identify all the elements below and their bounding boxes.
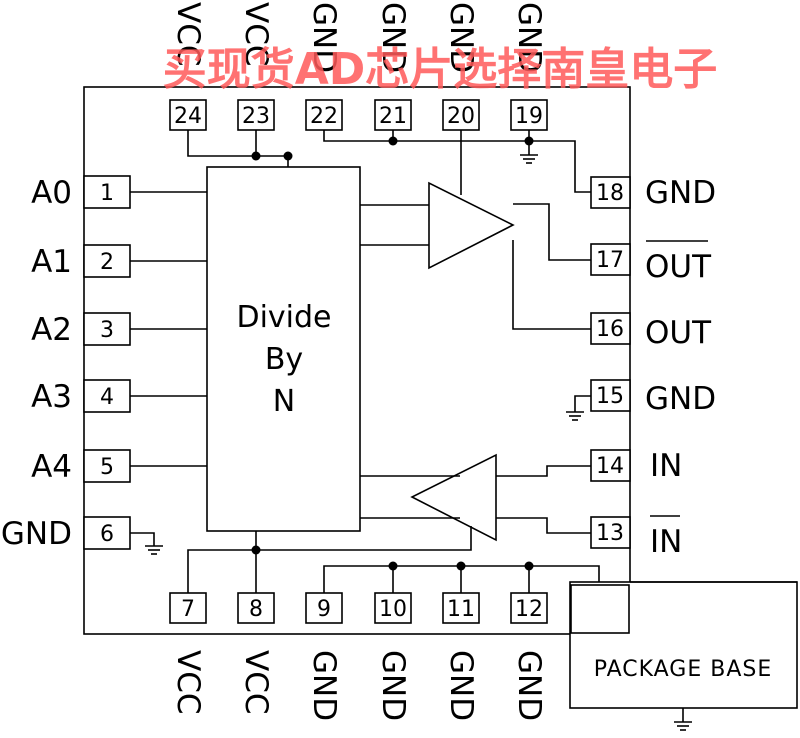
pin-3-label: A2 — [31, 312, 72, 348]
bottom-pins — [169, 592, 548, 624]
block-label-line2: By — [265, 342, 303, 377]
right-pin-wires — [360, 203, 591, 534]
output-amplifier — [428, 181, 515, 270]
top-pins — [169, 99, 548, 131]
block-label-line1: Divide — [236, 300, 331, 335]
pin-22-label: GND — [306, 2, 342, 73]
pin-12-label: GND — [511, 650, 547, 721]
input-amplifier — [410, 453, 497, 542]
pin-20-label: GND — [443, 2, 479, 73]
pin-2-label: A1 — [31, 244, 72, 280]
pin-11-label: GND — [443, 650, 479, 721]
bottom-junction-dots — [251, 545, 534, 571]
pin-4-num: 4 — [100, 385, 114, 410]
top-junction-dots — [251, 136, 534, 161]
pin-19-num: 19 — [515, 104, 543, 129]
pin-8-num: 8 — [249, 597, 263, 622]
pin-21-num: 21 — [379, 104, 407, 129]
right-pins — [590, 176, 631, 549]
pin-1-num: 1 — [100, 181, 114, 206]
pin-14-num: 14 — [596, 454, 624, 479]
pin-8-label: VCC — [238, 650, 274, 715]
pin-15-label: GND — [645, 381, 716, 417]
pin-23-num: 23 — [242, 104, 270, 129]
pin-23-label: VCC — [238, 2, 274, 67]
chip-outline — [83, 86, 631, 635]
pin-17-num: 17 — [596, 248, 624, 273]
pin-22-num: 22 — [310, 104, 338, 129]
watermark-text: 买现货AD芯片选择南皇电子 — [163, 44, 718, 95]
pin-3-num: 3 — [100, 318, 114, 343]
ground-symbol-pin19 — [520, 154, 538, 164]
pin-18-label: GND — [645, 175, 716, 211]
pin-12-num: 12 — [515, 597, 543, 622]
divide-by-n-block — [206, 166, 361, 532]
pin-15-num: 15 — [596, 384, 624, 409]
pin-10-label: GND — [375, 650, 411, 721]
pin-13-label: IN — [650, 524, 682, 560]
ground-symbol-pin15 — [566, 411, 584, 421]
pin-24-label: VCC — [170, 2, 206, 67]
left-pins — [83, 175, 131, 550]
pin-14-label: IN — [650, 448, 682, 484]
pin-20-num: 20 — [447, 104, 475, 129]
pin-6-label: GND — [1, 516, 72, 552]
pin-13-num: 13 — [596, 521, 624, 546]
pin-7-label: VCC — [170, 650, 206, 715]
pin-19-label: GND — [511, 2, 547, 73]
pin-9-label: GND — [306, 650, 342, 721]
block-label-line3: N — [273, 384, 295, 419]
pin-17-label: OUT — [645, 249, 712, 285]
pin-16-label: OUT — [645, 315, 712, 351]
pin-7-num: 7 — [181, 597, 195, 622]
ground-symbol-package-base — [674, 708, 692, 731]
pin-2-num: 2 — [100, 250, 114, 275]
pin-11-num: 11 — [447, 597, 475, 622]
pin-9-num: 9 — [317, 597, 331, 622]
left-pin-wires — [130, 191, 207, 546]
pin-18-num: 18 — [596, 181, 624, 206]
ground-symbol-pin6 — [145, 545, 163, 555]
pin-16-num: 16 — [596, 317, 624, 342]
pin-5-label: A4 — [31, 449, 72, 485]
package-base-label: PACKAGE BASE — [594, 657, 773, 682]
pin-21-label: GND — [375, 2, 411, 73]
pin-5-num: 5 — [100, 455, 114, 480]
pin-4-label: A3 — [31, 379, 72, 415]
pin-1-label: A0 — [31, 175, 72, 211]
pin-6-num: 6 — [100, 522, 114, 547]
pin-24-num: 24 — [174, 104, 202, 129]
pin-10-num: 10 — [379, 597, 407, 622]
